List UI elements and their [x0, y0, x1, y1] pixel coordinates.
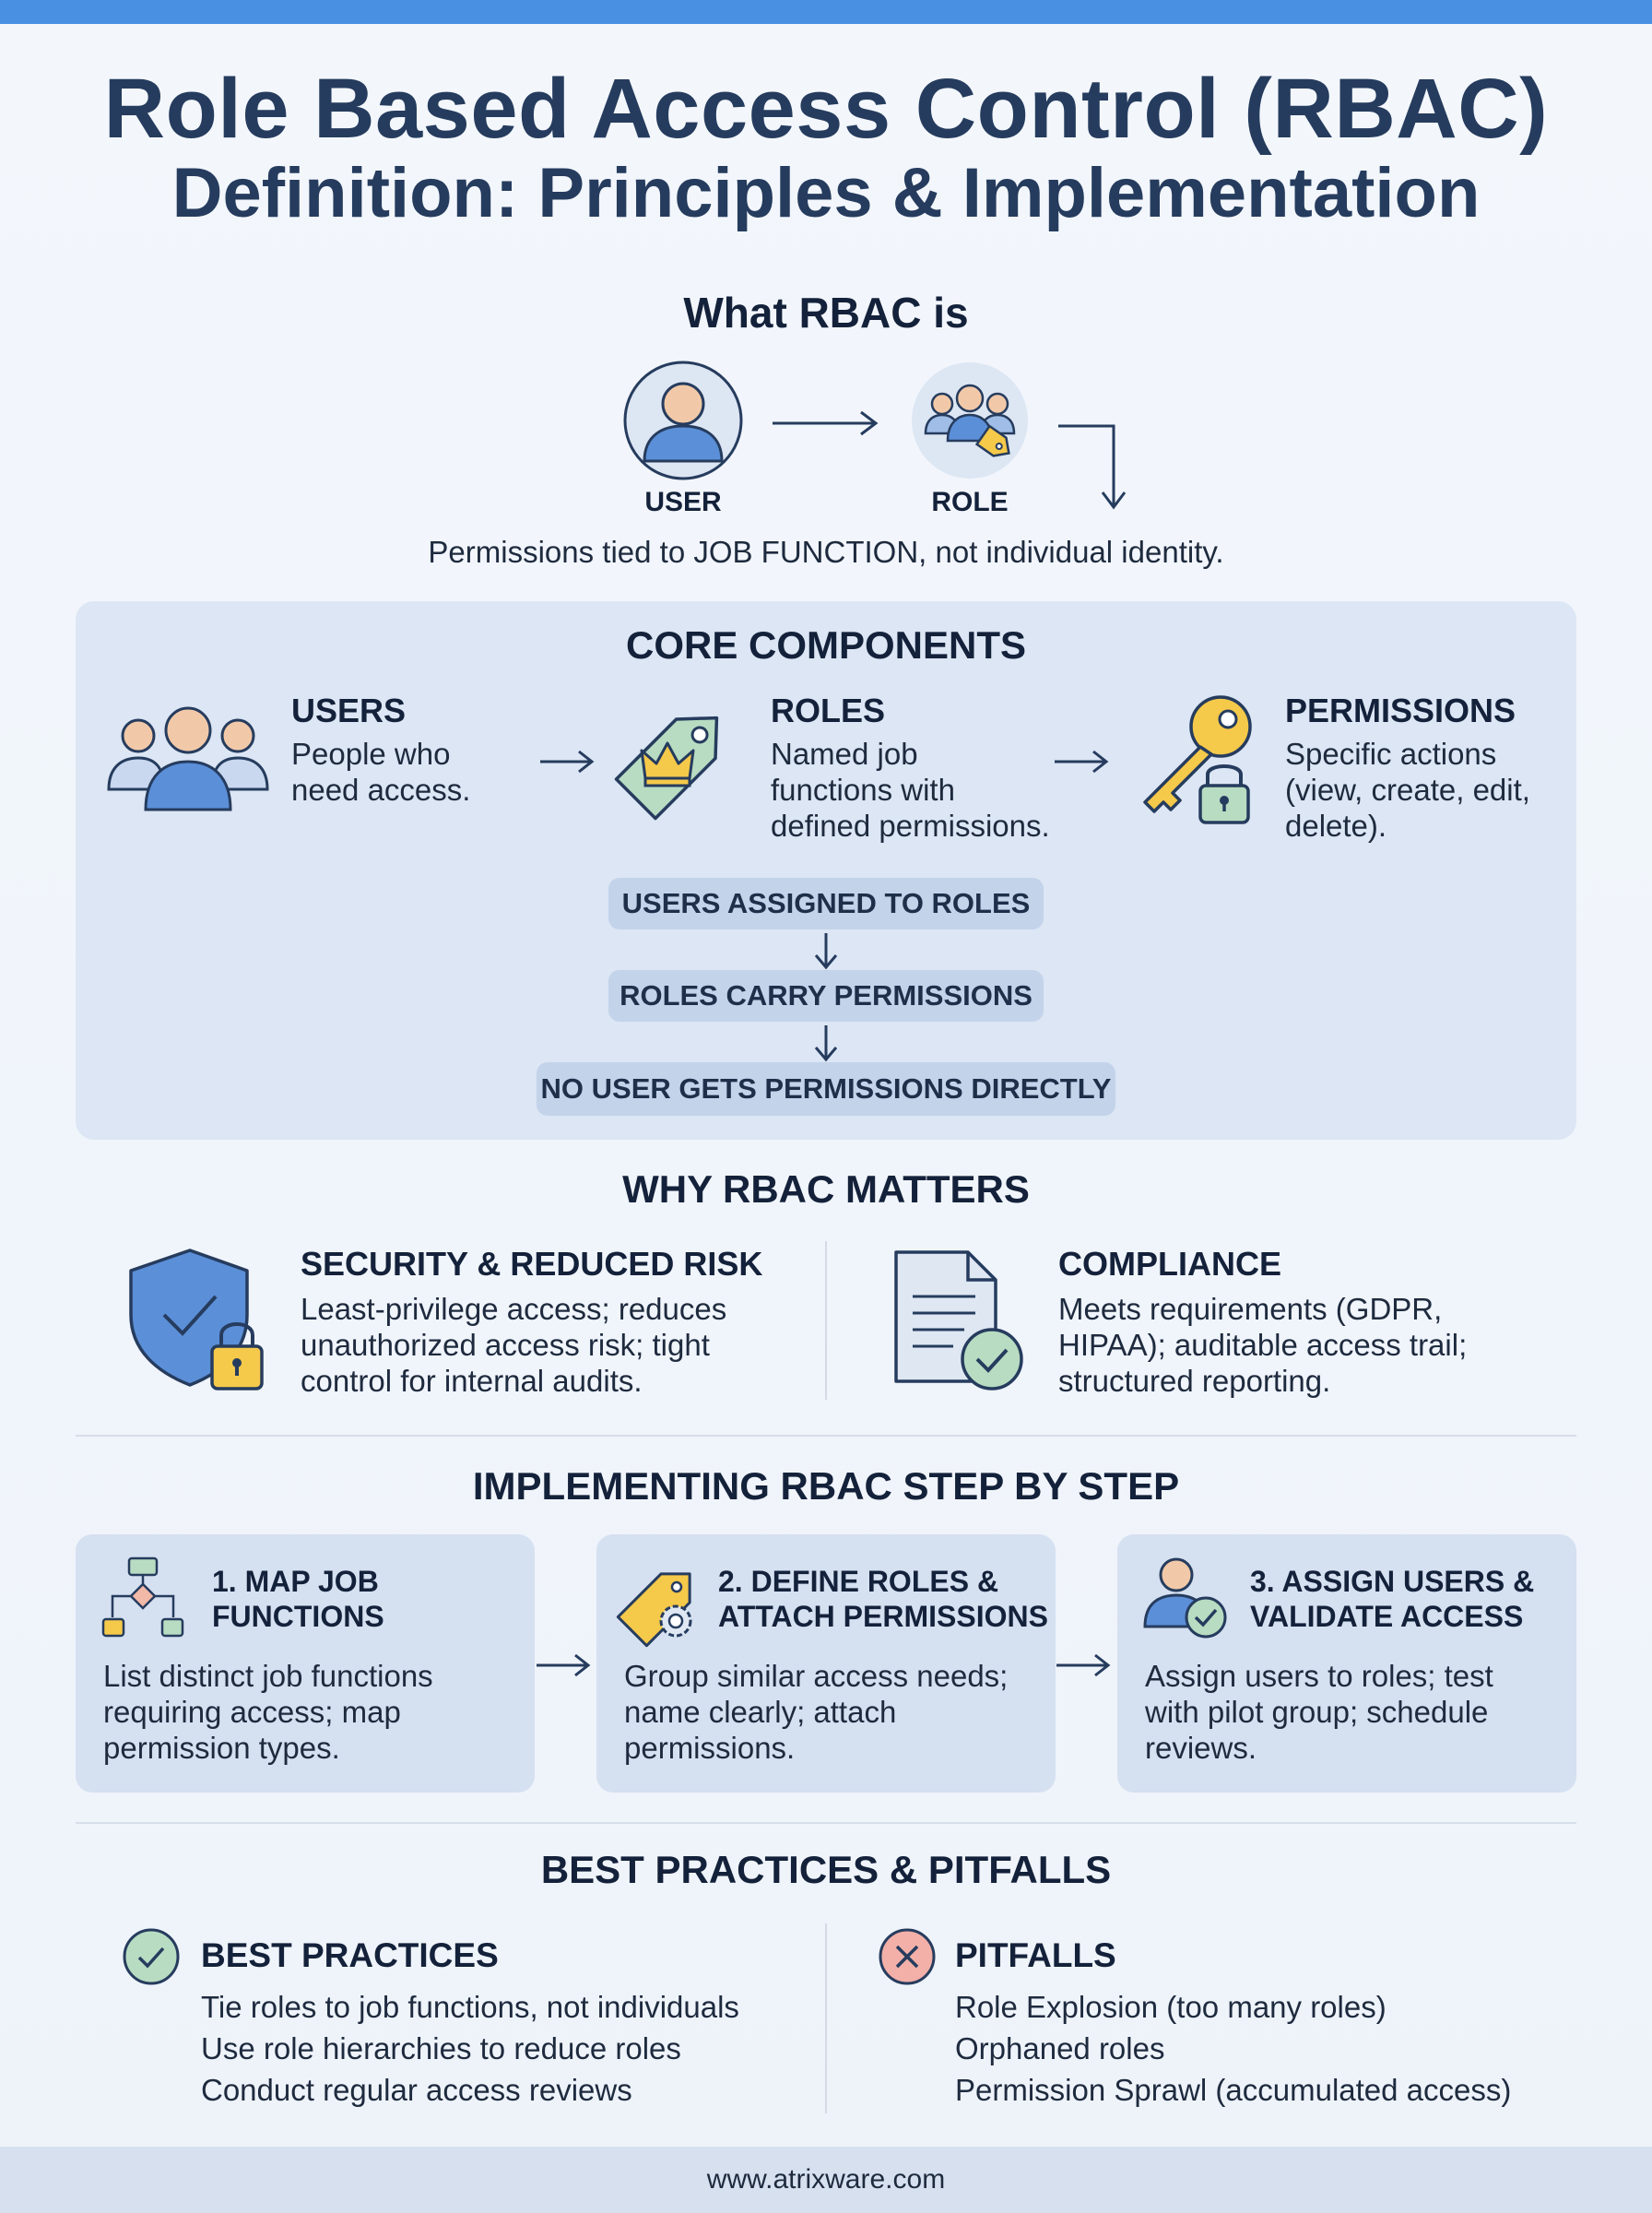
steps-heading: IMPLEMENTING RBAC STEP BY STEP: [472, 1464, 1180, 1508]
roles-desc: Named job functions with defined permiss…: [771, 737, 1050, 843]
practices-divider: [825, 1923, 827, 2113]
shield-lock-icon: [129, 1249, 264, 1391]
footer-link[interactable]: www.atrixware.com: [706, 2164, 946, 2195]
compliance-desc: Meets requirements (GDPR, HIPAA); audita…: [1058, 1292, 1468, 1398]
check-circle-icon: [123, 1928, 180, 1985]
roles-title: ROLES: [771, 692, 886, 729]
core-heading: CORE COMPONENTS: [625, 623, 1027, 667]
step-card-2: 2. DEFINE ROLES & ATTACH PERMISSIONS Gro…: [596, 1534, 1056, 1793]
arrow-down-icon: [814, 933, 838, 970]
arrow-right-icon: [540, 750, 595, 774]
flowchart-icon: [101, 1556, 184, 1638]
best-practice-item: Use role hierarchies to reduce roles: [201, 2031, 681, 2065]
permissions-title: PERMISSIONS: [1285, 692, 1516, 729]
step-3-title: 3. ASSIGN USERS & VALIDATE ACCESS: [1250, 1565, 1535, 1633]
best-practices-title: BEST PRACTICES: [201, 1936, 499, 1974]
users-desc: People who need access.: [291, 737, 471, 807]
what-heading: What RBAC is: [683, 289, 969, 337]
step-2-desc: Group similar access needs; name clearly…: [624, 1659, 1009, 1765]
arrow-right-icon: [1056, 1653, 1111, 1677]
arrow-down-turn-icon: [1058, 424, 1127, 510]
why-heading: WHY RBAC MATTERS: [622, 1167, 1030, 1211]
step-card-1: 1. MAP JOB FUNCTIONS List distinct job f…: [76, 1534, 535, 1793]
arrow-down-icon: [814, 1025, 838, 1062]
user-check-icon: [1143, 1557, 1227, 1639]
role-label: ROLE: [931, 487, 1009, 517]
rbac-caption: Permissions tied to JOB FUNCTION, not in…: [428, 535, 1224, 569]
user-icon: [623, 361, 743, 480]
best-practice-item: Tie roles to job functions, not individu…: [201, 1990, 739, 2024]
step-card-3: 3. ASSIGN USERS & VALIDATE ACCESS Assign…: [1117, 1534, 1576, 1793]
compliance-document-icon: [894, 1250, 1023, 1391]
page-subtitle: Definition: Principles & Implementation: [171, 154, 1481, 232]
section-divider: [76, 1435, 1576, 1437]
why-divider: [825, 1241, 827, 1400]
best-practice-item: Conduct regular access reviews: [201, 2073, 632, 2107]
pitfall-item: Role Explosion (too many roles): [955, 1990, 1386, 2024]
flow-step-users-assigned: USERS ASSIGNED TO ROLES: [608, 878, 1044, 929]
section-divider: [76, 1822, 1576, 1824]
practices-heading: BEST PRACTICES & PITFALLS: [540, 1848, 1112, 1891]
tag-gear-icon: [616, 1572, 692, 1648]
key-lock-icon: [1143, 695, 1252, 824]
user-label: USER: [644, 487, 722, 517]
users-group-icon: [107, 706, 269, 811]
step-3-desc: Assign users to roles; test with pilot g…: [1145, 1659, 1493, 1765]
flow-step-no-direct: NO USER GETS PERMISSIONS DIRECTLY: [537, 1062, 1115, 1116]
compliance-title: COMPLIANCE: [1058, 1245, 1281, 1283]
pitfall-item: Permission Sprawl (accumulated access): [955, 2073, 1512, 2107]
top-accent-bar: [0, 0, 1652, 24]
footer: www.atrixware.com: [0, 2147, 1652, 2213]
step-1-title: 1. MAP JOB FUNCTIONS: [212, 1565, 384, 1633]
pitfalls-title: PITFALLS: [955, 1936, 1116, 1974]
permissions-desc: Specific actions (view, create, edit, de…: [1285, 737, 1530, 843]
role-tag-crown-icon: [614, 716, 719, 821]
pitfall-item: Orphaned roles: [955, 2031, 1165, 2065]
arrow-right-icon: [773, 410, 879, 436]
core-components-panel: CORE COMPONENTS USERS People who need ac…: [76, 601, 1576, 1140]
x-circle-icon: [879, 1928, 936, 1985]
arrow-right-icon: [1055, 750, 1109, 774]
step-1-desc: List distinct job functions requiring ac…: [103, 1659, 433, 1765]
users-title: USERS: [291, 692, 407, 729]
page-title: Role Based Access Control (RBAC): [103, 62, 1549, 156]
arrow-right-icon: [537, 1653, 591, 1677]
security-desc: Least-privilege access; reduces unauthor…: [301, 1292, 727, 1398]
flow-step-roles-carry: ROLES CARRY PERMISSIONS: [608, 970, 1044, 1022]
security-title: SECURITY & REDUCED RISK: [301, 1245, 763, 1283]
role-group-icon: [912, 362, 1028, 479]
step-2-title: 2. DEFINE ROLES & ATTACH PERMISSIONS: [718, 1565, 1048, 1633]
